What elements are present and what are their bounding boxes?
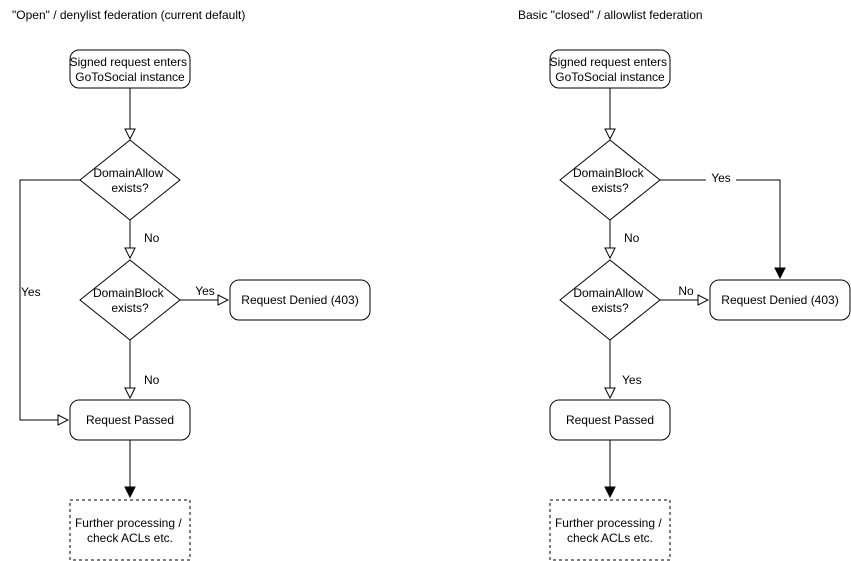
further-processing-line2: check ACLs etc. <box>87 531 173 545</box>
decision-domainblock-line2: exists? <box>591 181 629 195</box>
request-passed-node <box>69 399 191 441</box>
decision-domainallow-line2: exists? <box>111 181 149 195</box>
decision-domainblock-line1: DomainBlock <box>93 286 165 300</box>
edge-label-no: No <box>144 231 160 245</box>
edge-label-yes: Yes <box>21 285 41 299</box>
decision-domainblock-label: DomainBlock exists? <box>573 166 647 195</box>
decision-domainblock-line2: exists? <box>111 301 149 315</box>
edge-label-no: No <box>144 373 160 387</box>
start-node-label: Signed request enters GoToSocial instanc… <box>70 55 191 84</box>
start-node-label-line2: GoToSocial instance <box>75 70 185 84</box>
further-processing-node <box>549 499 671 561</box>
further-processing-line1: Further processing / <box>555 516 662 530</box>
start-node-label-line2: GoToSocial instance <box>555 70 665 84</box>
decision-domainblock-line1: DomainBlock <box>573 166 645 180</box>
decision-domainallow-label: DomainAllow exists? <box>573 286 646 315</box>
request-passed-label: Request Passed <box>86 413 174 427</box>
request-denied-node <box>709 279 851 321</box>
decision-domainblock-label: DomainBlock exists? <box>93 286 167 315</box>
start-node-label-line1: Signed request enters <box>550 55 667 69</box>
further-processing-label: Further processing / check ACLs etc. <box>555 516 665 545</box>
edge-domainallow-yes-loop-to-passed <box>19 179 80 420</box>
further-processing-label: Further processing / check ACLs etc. <box>75 516 185 545</box>
edge-label-bg <box>706 171 736 185</box>
further-processing-line2: check ACLs etc. <box>567 531 653 545</box>
flowchart-closed-allowlist: Basic "closed" / allowlist federation Ye… <box>518 8 851 561</box>
decision-domainallow <box>79 139 181 221</box>
request-passed-label: Request Passed <box>566 413 654 427</box>
diagram-title: Basic "closed" / allowlist federation <box>518 8 703 22</box>
further-processing-node <box>69 499 191 561</box>
edge-label-no: No <box>624 231 640 245</box>
decision-domainallow <box>559 259 661 341</box>
decision-domainallow-label: DomainAllow exists? <box>93 166 166 195</box>
decision-domainallow-line1: DomainAllow <box>573 286 643 300</box>
edge-label-yes: Yes <box>195 284 215 298</box>
start-node-label-line1: Signed request enters <box>70 55 187 69</box>
edge-label-yes: Yes <box>711 171 731 185</box>
start-node-label: Signed request enters GoToSocial instanc… <box>550 55 671 84</box>
diagram-title: "Open" / denylist federation (current de… <box>12 8 245 22</box>
edge-label-yes: Yes <box>622 373 642 387</box>
start-node <box>69 49 191 89</box>
request-denied-label: Request Denied (403) <box>241 293 358 307</box>
edge-label-no: No <box>678 284 694 298</box>
decision-domainallow-line2: exists? <box>591 301 629 315</box>
request-denied-label: Request Denied (403) <box>721 293 838 307</box>
decision-domainblock <box>559 139 661 221</box>
flowchart-open-denylist: "Open" / denylist federation (current de… <box>12 8 371 561</box>
edge-domainblock-yes-to-denied <box>660 179 780 278</box>
request-passed-node <box>549 399 671 441</box>
further-processing-line1: Further processing / <box>75 516 182 530</box>
request-denied-node <box>229 279 371 321</box>
decision-domainblock <box>79 259 181 341</box>
start-node <box>549 49 671 89</box>
decision-domainallow-line1: DomainAllow <box>93 166 163 180</box>
